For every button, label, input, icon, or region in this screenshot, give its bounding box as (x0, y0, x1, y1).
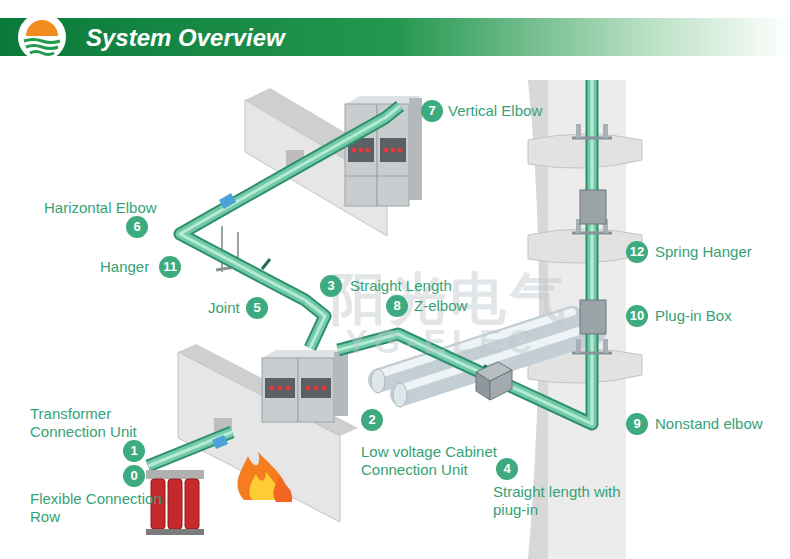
callout-circle: 2Low voltage Cabinet Connection Unit (361, 409, 383, 431)
part-name: Joint (208, 299, 240, 317)
cabinet (298, 358, 334, 422)
indicator (391, 148, 396, 153)
busway-top (148, 432, 232, 466)
cabinet-seam (345, 176, 409, 177)
callout-circle: 12Spring Hanger (626, 241, 648, 263)
callout-number: 0 (123, 465, 145, 487)
callout-circle: 4Straight length with piug-in (496, 458, 518, 480)
plug-in-box (580, 300, 606, 334)
indicator (322, 386, 327, 391)
page-title: System Overview (86, 24, 285, 52)
cabinet-side (409, 98, 422, 200)
spring (576, 339, 581, 353)
part-name: Nonstand elbow (655, 415, 763, 433)
watermark: YG-ELEC (345, 322, 538, 361)
callout-number: 9 (626, 413, 648, 435)
callout-number: 2 (361, 409, 383, 431)
logo (18, 13, 66, 61)
busway (148, 80, 592, 466)
spring (576, 124, 581, 138)
plug-in-box (490, 370, 512, 400)
callout-circle: 5Joint (246, 297, 268, 319)
callout-number: 12 (626, 241, 648, 263)
part-name: Plug-in Box (655, 307, 732, 325)
indicator (398, 148, 403, 153)
indicator (270, 386, 275, 391)
cabinet-panel (265, 378, 295, 398)
busway-face (338, 80, 592, 424)
part-name: Spring Hanger (655, 243, 752, 261)
callout-number: 1 (123, 440, 145, 462)
indicator (278, 386, 283, 391)
part-name: Transformer Connection Unit (30, 405, 150, 441)
busway-edge (148, 432, 232, 466)
transformer-top (146, 470, 204, 479)
busway-face (148, 432, 232, 466)
callout-circle: 10Plug-in Box (626, 305, 648, 327)
transformer-coil (185, 479, 199, 529)
floor-slab (528, 229, 642, 263)
callout-circle: 1Transformer Connection Unit (123, 440, 145, 462)
part-name: Hanger (100, 258, 149, 276)
joint (262, 259, 270, 269)
indicator (359, 148, 364, 153)
plug-in-box (580, 190, 606, 224)
cabinet-panel (301, 378, 331, 398)
callout-circle: 6Harizontal Elbow (126, 216, 148, 238)
indicator (366, 148, 371, 153)
part-name: Flexible Connection Row (30, 490, 170, 526)
spring (603, 124, 608, 138)
fire-barrier (212, 435, 228, 449)
logo-wave (26, 46, 58, 49)
callout-number: 4 (496, 458, 518, 480)
indicator (306, 386, 311, 391)
indicator (286, 386, 291, 391)
fire-barrier (219, 193, 236, 209)
wall-face (178, 352, 340, 522)
spring-hangers (572, 124, 612, 353)
callout-number: 10 (626, 305, 648, 327)
logo-disc (18, 13, 66, 61)
part-name: Straight Length (350, 277, 452, 295)
cabinet-side (334, 352, 348, 416)
flame (273, 476, 292, 502)
callout-circle: 11Hanger (159, 256, 181, 278)
indicator (352, 148, 357, 153)
logo-sun (26, 20, 58, 36)
transformer-coil (168, 479, 182, 529)
indicator (314, 386, 319, 391)
indicator (384, 148, 389, 153)
lower-cabinets (262, 350, 348, 422)
pipe-end (393, 383, 407, 407)
callout-number: 7 (421, 100, 443, 122)
callout-circle: 3Straight Length (320, 275, 342, 297)
part-name: Vertical Elbow (448, 102, 542, 120)
part-name: Z-elbow (414, 297, 467, 315)
plug-in-box (476, 372, 490, 400)
logo-wave (24, 40, 60, 43)
pipe-end (371, 369, 385, 393)
callout-number: 5 (246, 297, 268, 319)
callout-circle: 9Nonstand elbow (626, 413, 648, 435)
header-band (0, 18, 790, 56)
callout-number: 3 (320, 275, 342, 297)
callout-number: 6 (126, 216, 148, 238)
part-name: Low voltage Cabinet Connection Unit (361, 443, 511, 479)
callout-number: 8 (386, 295, 408, 317)
cabinet-panel (380, 138, 406, 162)
callout-circle: 0Flexible Connection Row (123, 465, 145, 487)
busway-edge (338, 80, 592, 424)
callout-circle: 8Z-elbow (386, 295, 408, 317)
busway-top (338, 80, 592, 424)
part-name: Straight length with piug-in (493, 483, 638, 519)
logo-wave (30, 52, 54, 55)
part-name: Harizontal Elbow (44, 199, 157, 217)
transformer-base (146, 529, 204, 535)
callout-circle: 7Vertical Elbow (421, 100, 443, 122)
spring (603, 339, 608, 353)
floor-slab (528, 134, 642, 168)
wall-face (245, 100, 387, 236)
callout-number: 11 (159, 256, 181, 278)
cabinet (262, 358, 298, 422)
